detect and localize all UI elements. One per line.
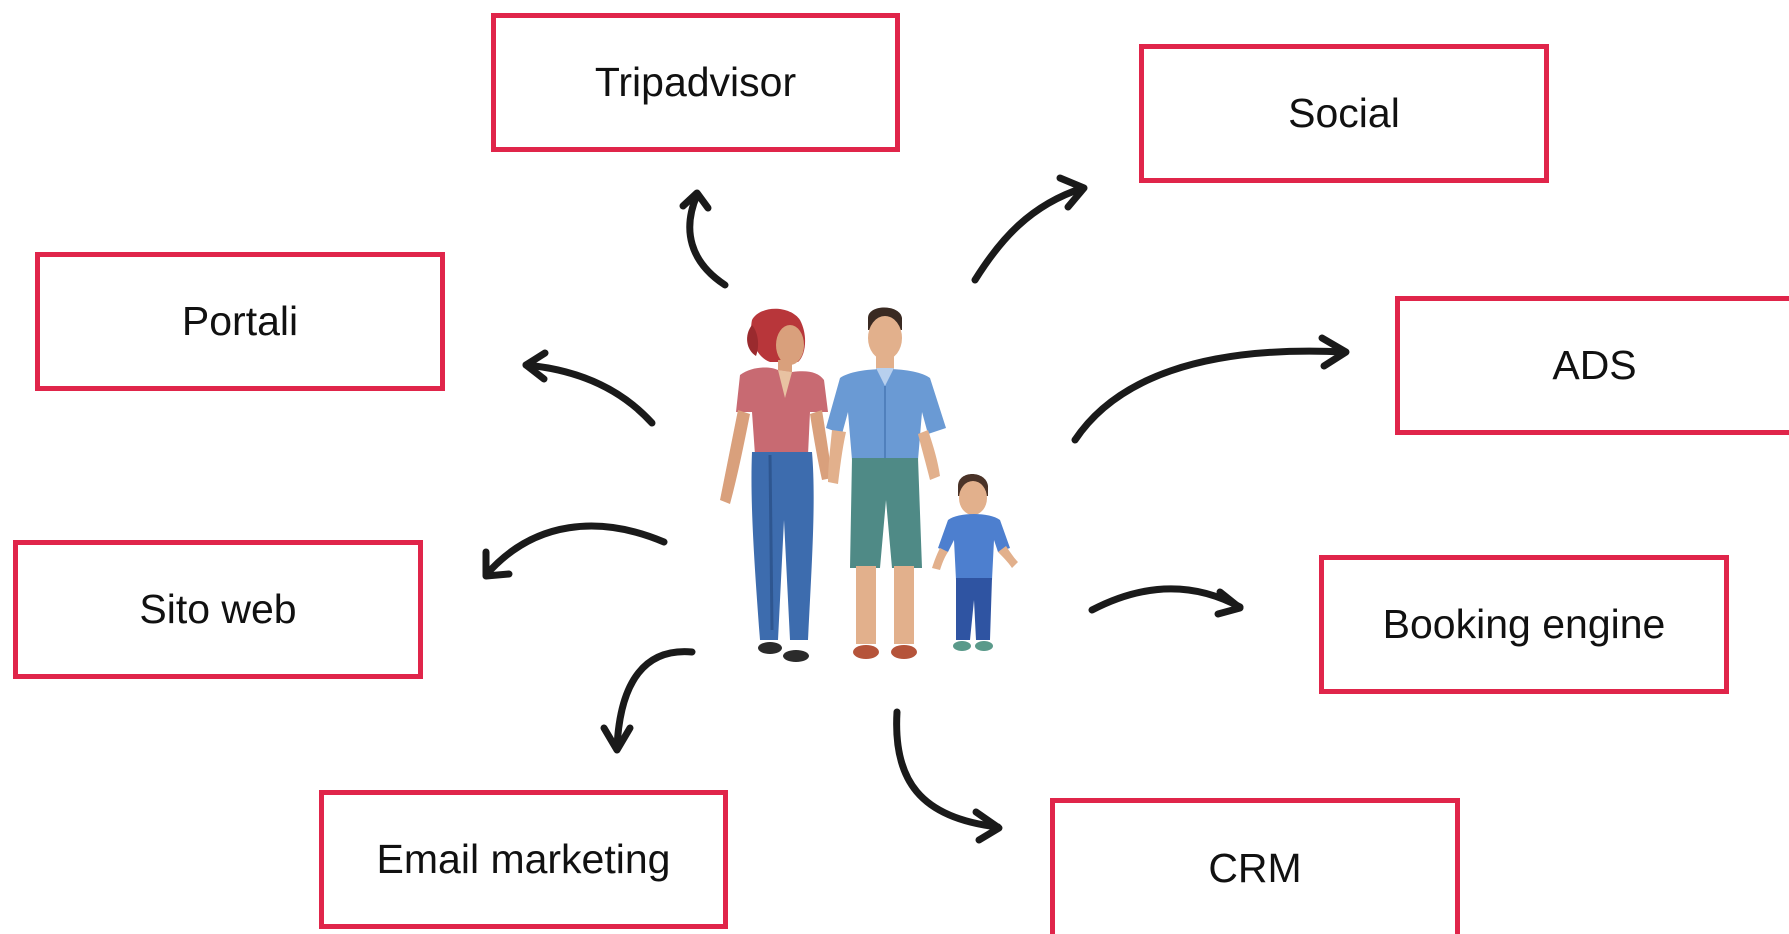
label-booking-engine: Booking engine: [1382, 601, 1666, 647]
arrow-to-ads: [1071, 334, 1350, 444]
man-figure: [826, 307, 946, 659]
woman-figure: [720, 308, 832, 662]
label-email-marketing: Email marketing: [376, 836, 671, 882]
box-email-marketing: Email marketing: [319, 790, 728, 929]
label-portali: Portali: [181, 298, 299, 344]
box-portali: Portali: [35, 252, 445, 391]
box-ads: ADS: [1395, 296, 1789, 435]
child-figure: [932, 474, 1018, 651]
box-booking-engine: Booking engine: [1319, 555, 1729, 694]
arrow-to-social: [971, 174, 1088, 284]
box-social: Social: [1139, 44, 1549, 183]
arrow-to-portali: [522, 349, 656, 427]
box-tripadvisor: Tripadvisor: [491, 13, 900, 152]
label-tripadvisor: Tripadvisor: [594, 59, 797, 105]
label-social: Social: [1288, 90, 1400, 136]
label-sito-web: Sito web: [139, 586, 297, 632]
label-crm: CRM: [1208, 845, 1302, 891]
arrow-to-booking-engine: [1088, 585, 1244, 618]
box-sito-web: Sito web: [13, 540, 423, 679]
arrow-to-email-marketing: [600, 648, 696, 754]
label-ads: ADS: [1552, 342, 1637, 388]
arrow-to-tripadvisor: [679, 189, 729, 289]
arrow-to-crm: [893, 708, 1003, 844]
box-crm: CRM: [1050, 798, 1460, 934]
arrow-to-sito-web: [482, 522, 668, 580]
family-illustration: [720, 307, 1018, 662]
